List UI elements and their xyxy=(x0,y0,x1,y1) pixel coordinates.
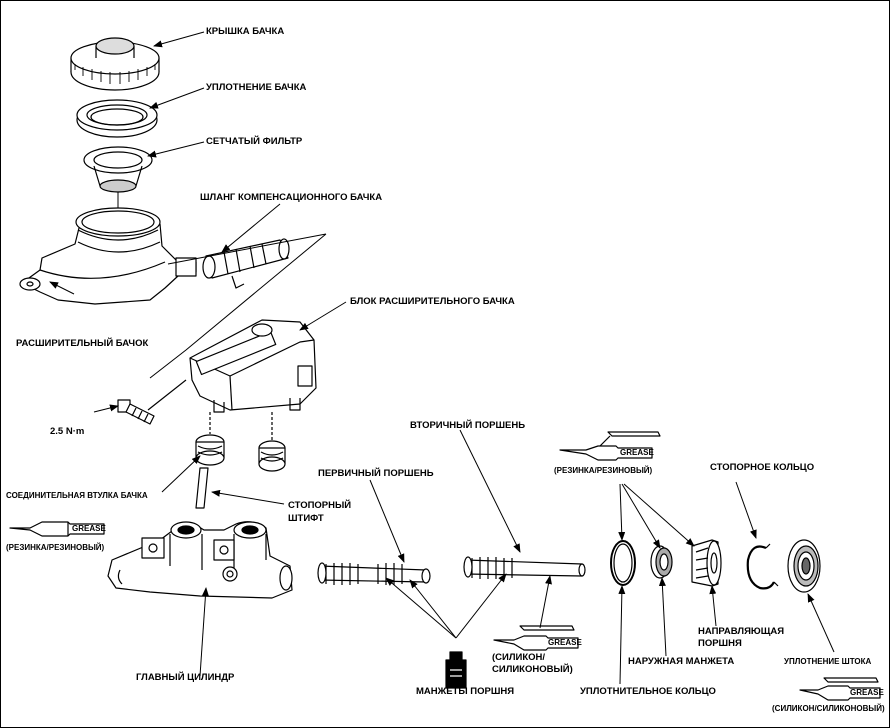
reservoir-block-part xyxy=(189,319,317,413)
strainer-part xyxy=(83,146,153,225)
label-outer-cup: НАРУЖНАЯ МАНЖЕТА xyxy=(628,656,735,667)
label-rubber-right: (РЕЗИНКА/РЕЗИНОВЫЙ) xyxy=(554,466,653,475)
o-ring-part xyxy=(610,540,636,586)
grease-tube-upper-right xyxy=(559,431,661,461)
label-stop-pin-line1: СТОПОРНЫЙ xyxy=(288,500,352,511)
label-silicone-line1: (СИЛИКОН/ xyxy=(492,652,546,663)
label-secondary-piston: ВТОРИЧНЫЙ ПОРШЕНЬ xyxy=(410,420,526,431)
stop-pin-part xyxy=(195,467,209,509)
grease-tube-silicone-label: GREASE xyxy=(548,638,582,647)
grease-tube-upper-right-label: GREASE xyxy=(620,448,654,457)
master-cylinder-part xyxy=(107,521,293,599)
grease-tube-rod-label: GREASE xyxy=(850,688,884,697)
label-reservoir: РАСШИРИТЕЛЬНЫЙ БАЧОК xyxy=(16,338,149,349)
outer-cup-part xyxy=(650,545,673,579)
mounting-bolt-part xyxy=(117,379,187,425)
label-stop-pin-line2: ШТИФТ xyxy=(288,513,324,524)
secondary-piston-part xyxy=(463,556,586,579)
label-reservoir-grommet: СОЕДИНИТЕЛЬНАЯ ВТУЛКА БАЧКА xyxy=(6,491,148,500)
label-guide-line1: НАПРАВЛЯЮЩАЯ xyxy=(698,626,785,637)
reservoir-cap-part xyxy=(70,37,160,91)
label-master-cylinder: ГЛАВНЫЙ ЦИЛИНДР xyxy=(136,672,235,683)
reservoir-grommet-parts xyxy=(195,412,286,472)
label-o-ring: УПЛОТНИТЕЛЬНОЕ КОЛЬЦО xyxy=(580,686,716,697)
label-silicone-rod: (СИЛИКОН/СИЛИКОНОВЫЙ) xyxy=(772,704,885,713)
piston-cup-can xyxy=(445,651,467,689)
reservoir-part xyxy=(19,207,197,305)
leader-lines xyxy=(49,31,835,685)
snap-ring-part xyxy=(746,543,779,590)
reservoir-hose-part xyxy=(202,238,290,289)
rod-seal-part xyxy=(787,539,821,593)
label-rubber-left: (РЕЗИНКА/РЕЗИНОВЫЙ) xyxy=(6,543,105,552)
grease-tube-rod xyxy=(799,677,881,701)
label-reservoir-block: БЛОК РАСШИРИТЕЛЬНОГО БАЧКА xyxy=(350,296,515,307)
reservoir-seal-part xyxy=(76,99,158,138)
label-reservoir-cap: КРЫШКА БАЧКА xyxy=(206,26,285,37)
primary-piston-part xyxy=(317,562,431,585)
label-piston-cups: МАНЖЕТЫ ПОРШНЯ xyxy=(416,686,515,697)
grease-tube-left-label: GREASE xyxy=(72,524,106,533)
grease-tube-silicone xyxy=(493,625,579,651)
label-rod-seal: УПЛОТНЕНИЕ ШТОКА xyxy=(784,657,872,666)
label-reservoir-hose: ШЛАНГ КОМПЕНСАЦИОННОГО БАЧКА xyxy=(200,192,383,203)
piston-guide-part xyxy=(691,539,722,587)
label-reservoir-seal: УПЛОТНЕНИЕ БАЧКА xyxy=(206,82,307,93)
label-strainer: СЕТЧАТЫЙ ФИЛЬТР xyxy=(206,136,303,147)
grease-tube-left xyxy=(9,521,105,537)
label-guide-line2: ПОРШНЯ xyxy=(698,638,742,649)
label-silicone-line2: СИЛИКОНОВЫЙ) xyxy=(492,664,573,675)
label-primary-piston: ПЕРВИЧНЫЙ ПОРШЕНЬ xyxy=(318,468,434,479)
label-snap-ring: СТОПОРНОЕ КОЛЬЦО xyxy=(710,462,815,473)
label-torque: 2.5 N·m xyxy=(50,426,85,437)
